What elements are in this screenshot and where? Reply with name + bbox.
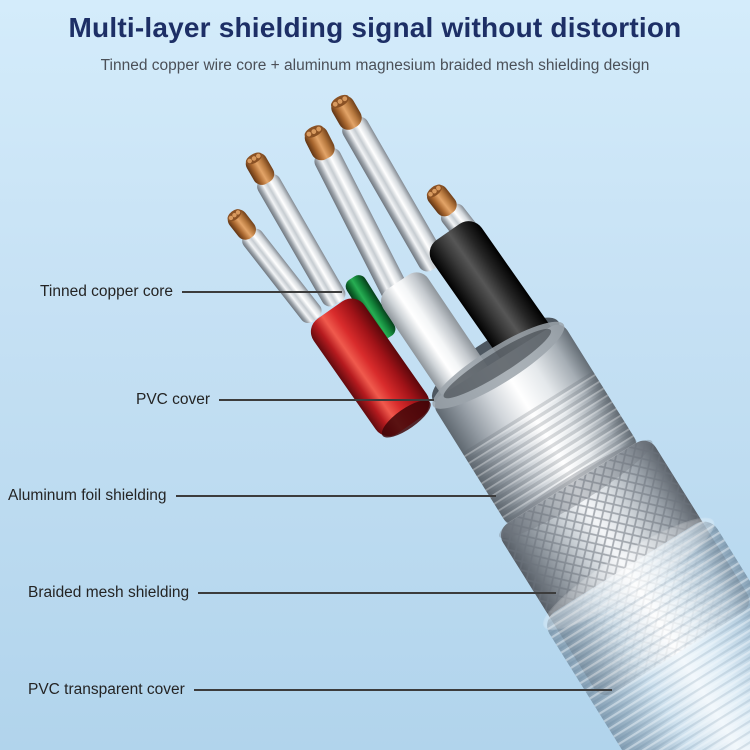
black-pvc-wire [429, 221, 553, 366]
page-title: Multi-layer shielding signal without dis… [68, 12, 682, 43]
cover-edge-rim [543, 517, 715, 631]
annotation-label: PVC transparent cover [28, 681, 185, 698]
annotation-pvc-transparent-cover: PVC transparent cover [28, 681, 612, 699]
annotation-label: Braided mesh shielding [28, 584, 190, 601]
annotation-label: Aluminum foil shielding [8, 487, 167, 504]
annotation-braided-mesh-shielding: Braided mesh shielding [28, 584, 556, 602]
copper-strand-wire [245, 152, 346, 307]
copper-strand-wire [227, 209, 322, 324]
copper-strand-wire [304, 125, 413, 311]
page-subtitle: Tinned copper wire core + aluminum magne… [100, 57, 650, 74]
leader-line [175, 495, 496, 497]
mesh-start-rim [499, 439, 653, 539]
foil-ribbed-collar [461, 369, 641, 530]
leader-line [219, 399, 434, 401]
copper-strand-wire [330, 94, 445, 272]
annotation-aluminum-foil-shielding: Aluminum foil shielding [8, 487, 496, 505]
transparent-cover-layer [543, 517, 750, 750]
annotation-tinned-copper-core: Tinned copper core [40, 283, 342, 301]
leader-line [181, 291, 342, 293]
tinned-copper-strand-wires [227, 94, 499, 324]
annotation-pvc-cover: PVC cover [136, 391, 434, 409]
leader-line [193, 689, 612, 691]
annotation-label: PVC cover [136, 391, 211, 408]
leader-line [198, 592, 556, 594]
green-pvc-wire [345, 275, 396, 341]
red-pvc-wire [310, 298, 431, 438]
foil-mouth-opening [443, 328, 552, 399]
annotation-label: Tinned copper core [40, 283, 173, 300]
outer-cable-layers [432, 321, 750, 750]
